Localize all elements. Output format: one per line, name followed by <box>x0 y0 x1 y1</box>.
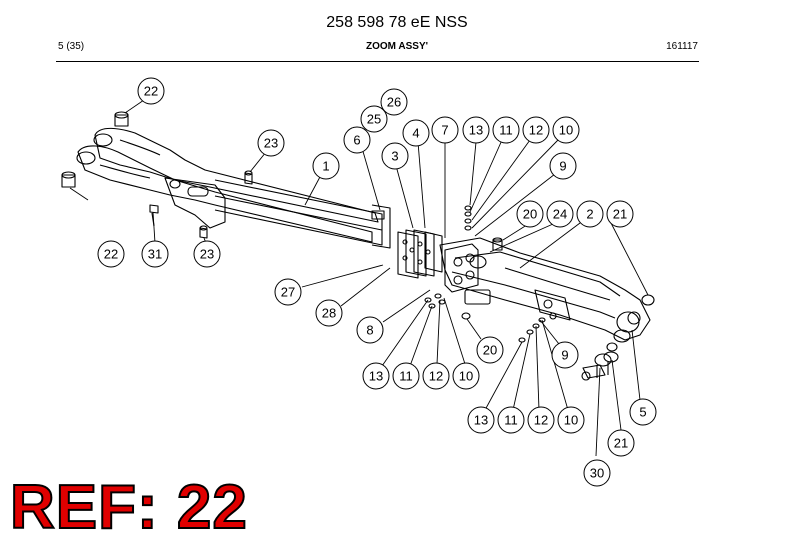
callout-12-middle: 12 <box>422 362 450 390</box>
svg-text:22: 22 <box>104 247 118 262</box>
svg-text:23: 23 <box>264 136 278 151</box>
boom-lower-clevis <box>77 145 373 243</box>
boom-upper-clevis <box>94 127 379 223</box>
section-title: ZOOM ASSY' <box>365 41 428 52</box>
svg-text:12: 12 <box>529 123 543 138</box>
svg-text:12: 12 <box>534 413 548 428</box>
wear-pad-1 <box>397 231 419 279</box>
callout-23-top: 23 <box>257 129 285 157</box>
document-date: 161117 <box>666 41 698 52</box>
callout-25: 25 <box>360 105 388 133</box>
svg-text:27: 27 <box>281 285 295 300</box>
callout-5: 5 <box>629 398 657 426</box>
callout-13-bottom: 13 <box>467 406 495 434</box>
svg-text:28: 28 <box>322 306 336 321</box>
reference-label: REF: 22 <box>9 472 248 543</box>
callout-31: 31 <box>141 240 169 268</box>
header-divider <box>56 61 699 62</box>
callout-11-top: 11 <box>492 116 520 144</box>
callout-12-bottom: 12 <box>527 406 555 434</box>
callout-22-left: 22 <box>97 240 125 268</box>
callout-12-top: 12 <box>522 116 550 144</box>
callout-9-bottom: 9 <box>551 341 579 369</box>
svg-text:1: 1 <box>322 159 329 174</box>
svg-text:13: 13 <box>474 413 488 428</box>
svg-text:30: 30 <box>590 466 604 481</box>
callout-30: 30 <box>583 459 611 487</box>
callout-9-top: 9 <box>549 152 577 180</box>
svg-text:22: 22 <box>144 84 158 99</box>
svg-text:20: 20 <box>523 207 537 222</box>
svg-text:12: 12 <box>429 369 443 384</box>
callout-7: 7 <box>431 116 459 144</box>
callout-10-bottom: 10 <box>557 406 585 434</box>
callout-13-middle: 13 <box>362 362 390 390</box>
callout-21-top: 21 <box>606 200 634 228</box>
svg-text:20: 20 <box>483 343 497 358</box>
callout-24: 24 <box>546 200 574 228</box>
callout-4: 4 <box>402 119 430 147</box>
callout-1: 1 <box>312 152 340 180</box>
svg-text:11: 11 <box>499 123 513 138</box>
svg-text:11: 11 <box>504 413 518 428</box>
svg-text:10: 10 <box>459 369 473 384</box>
callout-27: 27 <box>274 278 302 306</box>
svg-text:21: 21 <box>613 207 627 222</box>
callout-8: 8 <box>356 316 384 344</box>
callout-22-top: 22 <box>137 77 165 105</box>
callout-26: 26 <box>380 88 408 116</box>
svg-text:9: 9 <box>559 159 566 174</box>
svg-text:13: 13 <box>469 123 483 138</box>
svg-text:26: 26 <box>387 95 401 110</box>
callout-2: 2 <box>576 200 604 228</box>
callout-23-left: 23 <box>193 240 221 268</box>
svg-text:21: 21 <box>614 436 628 451</box>
page-number: 5 (35) <box>58 41 85 52</box>
svg-text:2: 2 <box>586 207 593 222</box>
callout-28: 28 <box>315 299 343 327</box>
svg-text:6: 6 <box>353 133 360 148</box>
callout-11-bottom: 11 <box>497 406 525 434</box>
callout-20-top: 20 <box>516 200 544 228</box>
svg-text:23: 23 <box>200 247 214 262</box>
svg-text:24: 24 <box>553 207 567 222</box>
svg-text:13: 13 <box>369 369 383 384</box>
svg-text:4: 4 <box>412 126 419 141</box>
svg-text:25: 25 <box>367 112 381 127</box>
callout-11-middle: 11 <box>392 362 420 390</box>
document-number: 258 598 78 eE NSS <box>326 14 468 31</box>
callout-6: 6 <box>343 126 371 154</box>
svg-text:10: 10 <box>564 413 578 428</box>
svg-text:8: 8 <box>366 323 373 338</box>
side-plate <box>164 177 226 229</box>
svg-text:7: 7 <box>441 123 448 138</box>
svg-text:3: 3 <box>391 149 398 164</box>
callout-21-bottom: 21 <box>607 429 635 457</box>
callout-10-top: 10 <box>552 116 580 144</box>
svg-text:10: 10 <box>559 123 573 138</box>
callout-13-top: 13 <box>462 116 490 144</box>
callout-3: 3 <box>381 142 409 170</box>
svg-text:11: 11 <box>399 369 413 384</box>
svg-text:5: 5 <box>639 405 646 420</box>
svg-text:9: 9 <box>561 348 568 363</box>
callout-20-bottom: 20 <box>476 336 504 364</box>
callout-10-middle: 10 <box>452 362 480 390</box>
svg-text:31: 31 <box>148 247 162 262</box>
